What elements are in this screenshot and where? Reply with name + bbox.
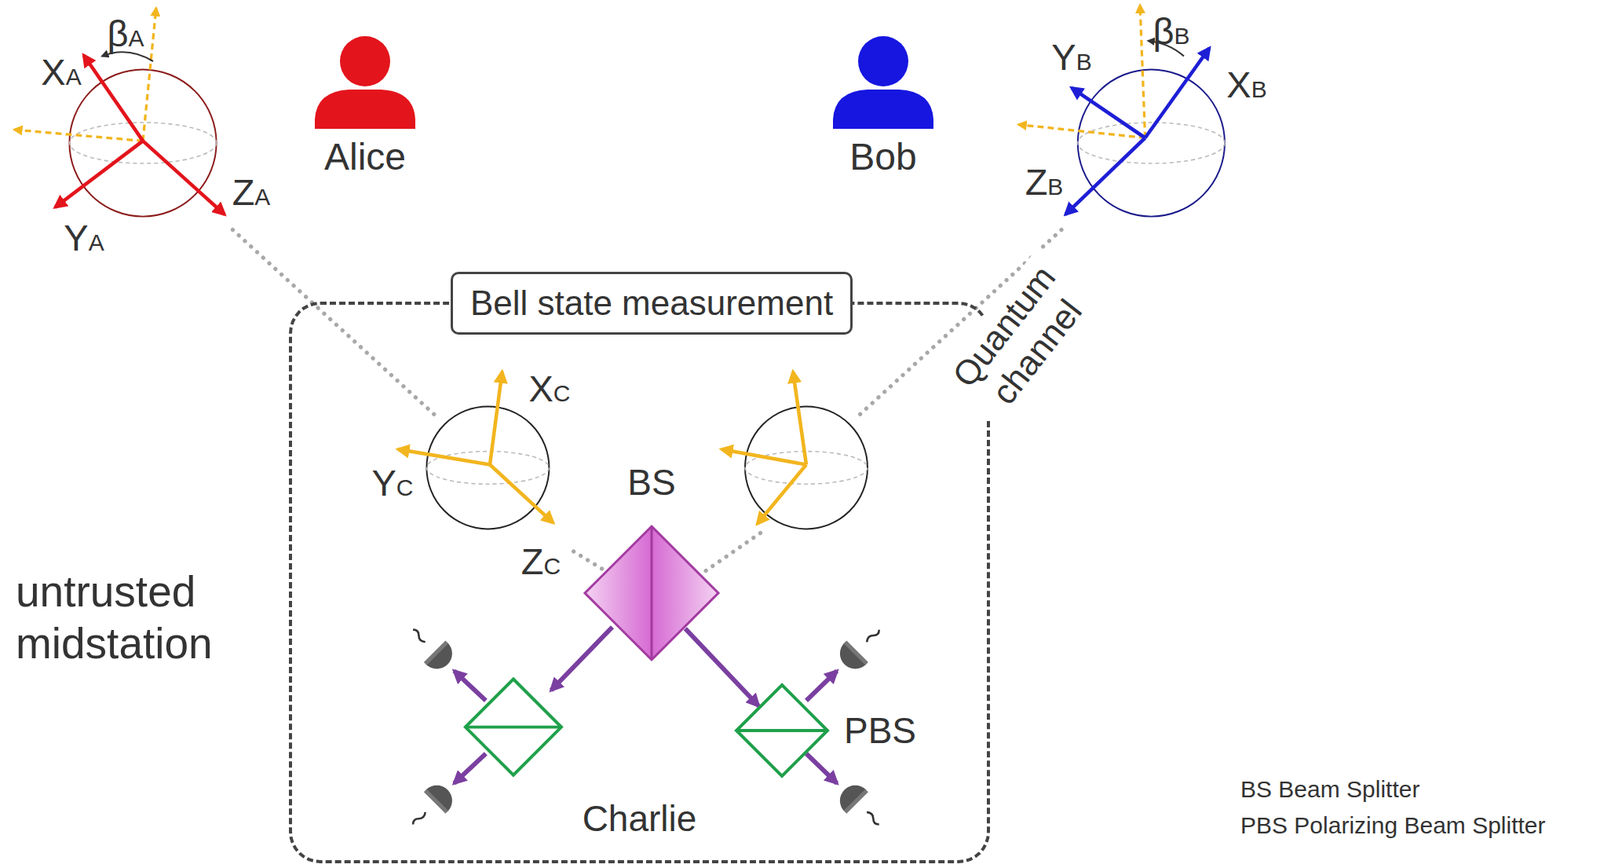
beam-splitter-shape <box>582 523 721 662</box>
axis-label: βA <box>106 14 144 52</box>
axis-label: ZB <box>1025 163 1064 201</box>
beam-splitter: BS <box>582 523 721 662</box>
alice-frame <box>14 7 225 216</box>
node-text: Charlie <box>582 796 698 840</box>
note-label: PBS Polarizing Beam Splitter <box>1240 813 1546 837</box>
bob-person: Bob <box>828 31 939 181</box>
bell-measurement-region: CharlieBell state measurementBSPBS <box>288 301 990 863</box>
axis-label: XC <box>528 369 570 407</box>
beam-arrow <box>685 628 759 706</box>
note-label: untrusted midstation <box>15 565 275 669</box>
note-label: Quantum channel <box>935 247 1107 432</box>
title-box: Bell state measurement <box>450 271 853 335</box>
note-label: BS Beam Splitter <box>1240 777 1420 801</box>
charlie-frame <box>398 371 868 529</box>
quantum-channel-line <box>232 230 1062 574</box>
node-text: BS <box>627 460 676 504</box>
polarizing-beam-splitter: PBS <box>734 682 830 779</box>
bob-frame <box>1018 5 1225 217</box>
alice-person: Alice <box>310 31 421 181</box>
person-icon <box>310 31 421 130</box>
person-icon <box>828 31 939 130</box>
axis-label: XB <box>1226 65 1267 103</box>
axis-label: XA <box>40 53 81 91</box>
node-text: Bell state measurement <box>470 283 833 323</box>
node-text: PBS <box>843 708 917 752</box>
axis-label: YB <box>1051 38 1092 76</box>
node-text: Alice <box>324 135 406 179</box>
axis-label: ZA <box>232 173 271 211</box>
axis-label: YA <box>63 219 104 256</box>
axis-label: ZC <box>521 542 561 580</box>
pbs-shape <box>734 682 830 779</box>
axis-label: βB <box>1152 12 1190 50</box>
node-text: Bob <box>849 135 917 179</box>
axis-label: YC <box>371 463 413 501</box>
